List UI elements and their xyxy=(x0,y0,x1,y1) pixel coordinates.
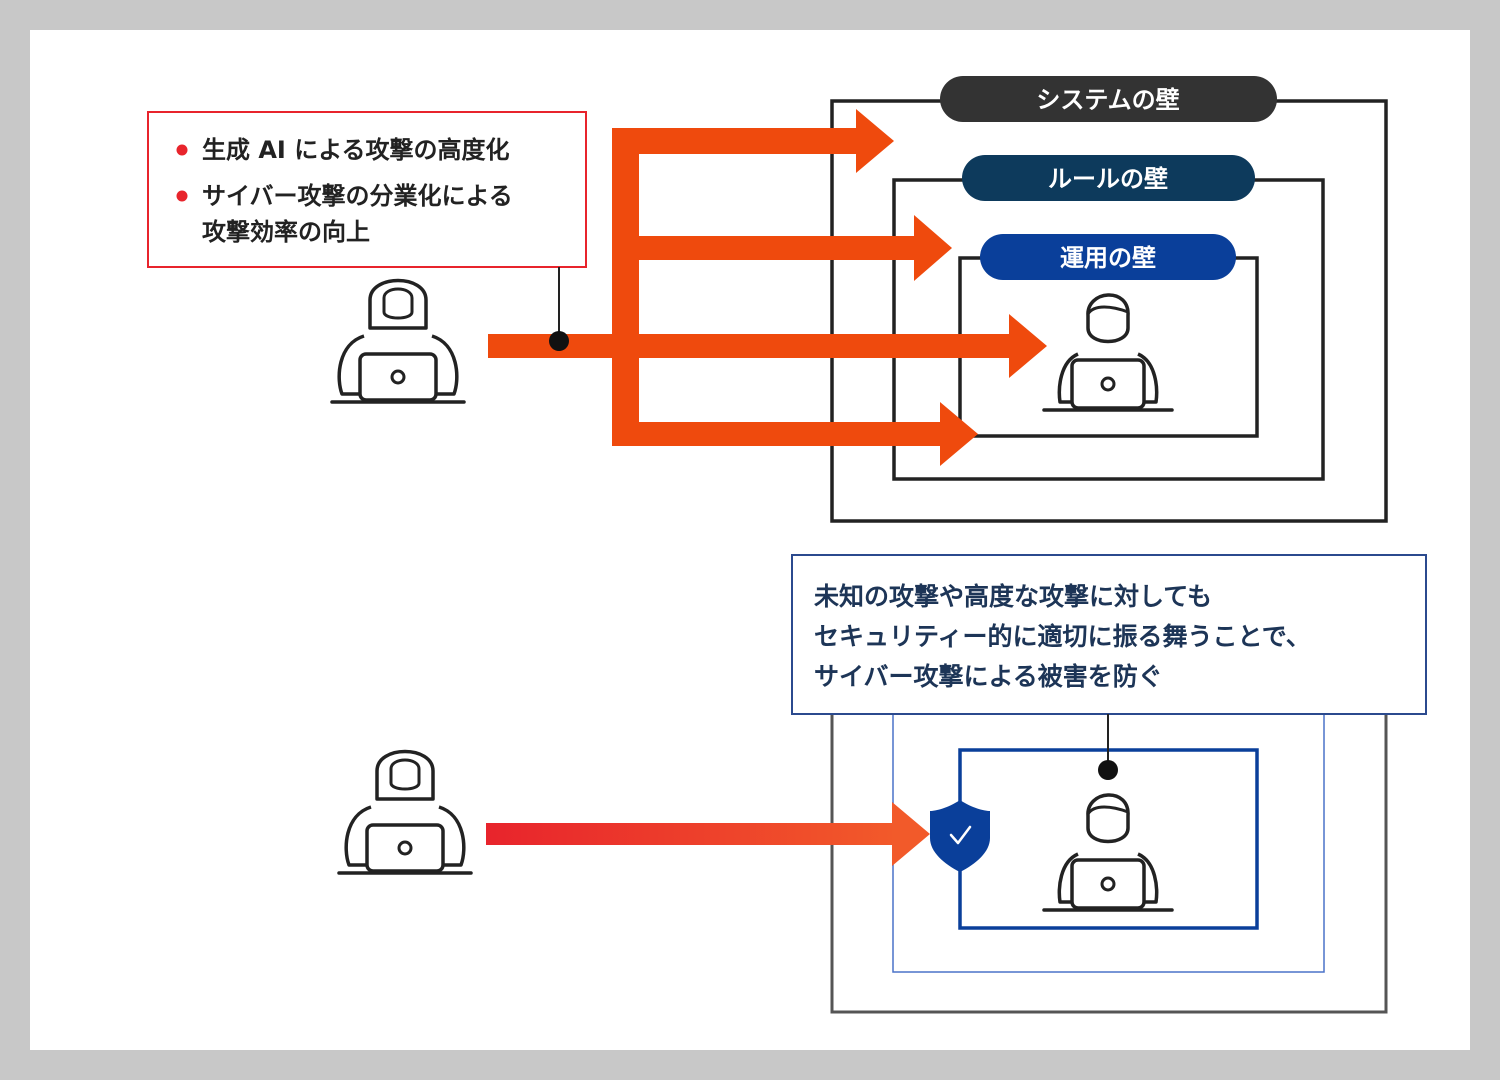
shield-check-icon xyxy=(930,800,990,872)
blocked-attack-arrow-shaft xyxy=(486,823,898,845)
connector-dot xyxy=(1098,760,1118,780)
attack-factor-1: 生成 AI による攻撃の高度化 xyxy=(202,136,510,164)
attack-factors-box xyxy=(147,111,587,268)
rule-wall-text: ルールの壁 xyxy=(1048,165,1168,193)
arrow-trunk xyxy=(612,128,639,446)
operation-wall-text: 運用の壁 xyxy=(1060,244,1156,272)
rule-wall-label xyxy=(962,155,1255,201)
solution-line-1: 未知の攻撃や高度な攻撃に対しても xyxy=(814,582,1212,611)
arrow-head xyxy=(856,109,894,173)
attack-factor-2-line-1: サイバー攻撃の分業化による xyxy=(202,182,513,210)
arrow-shaft xyxy=(639,236,919,260)
arrow-shaft xyxy=(639,422,945,446)
connector-dot xyxy=(549,331,569,351)
arrow-shaft xyxy=(612,128,860,154)
system-wall-label xyxy=(940,76,1277,122)
arrow-shaft xyxy=(488,334,1016,358)
attack-arrows xyxy=(488,109,1047,466)
arrow-head xyxy=(914,215,952,281)
solution-line-2: セキュリティー的に適切に振る舞うことで、 xyxy=(814,622,1311,651)
blocked-attack-arrow-head xyxy=(892,802,930,866)
system-wall-text: システムの壁 xyxy=(1036,86,1179,114)
attack-factor-2-line-2: 攻撃効率の向上 xyxy=(202,218,370,246)
arrow-head xyxy=(940,402,978,466)
arrow-head xyxy=(1009,314,1047,378)
bullet-dot xyxy=(176,144,188,156)
solution-box xyxy=(791,554,1427,715)
bullet-dot xyxy=(176,190,188,202)
solution-line-3: サイバー攻撃による被害を防ぐ xyxy=(814,662,1163,691)
operation-wall-label xyxy=(980,234,1236,280)
